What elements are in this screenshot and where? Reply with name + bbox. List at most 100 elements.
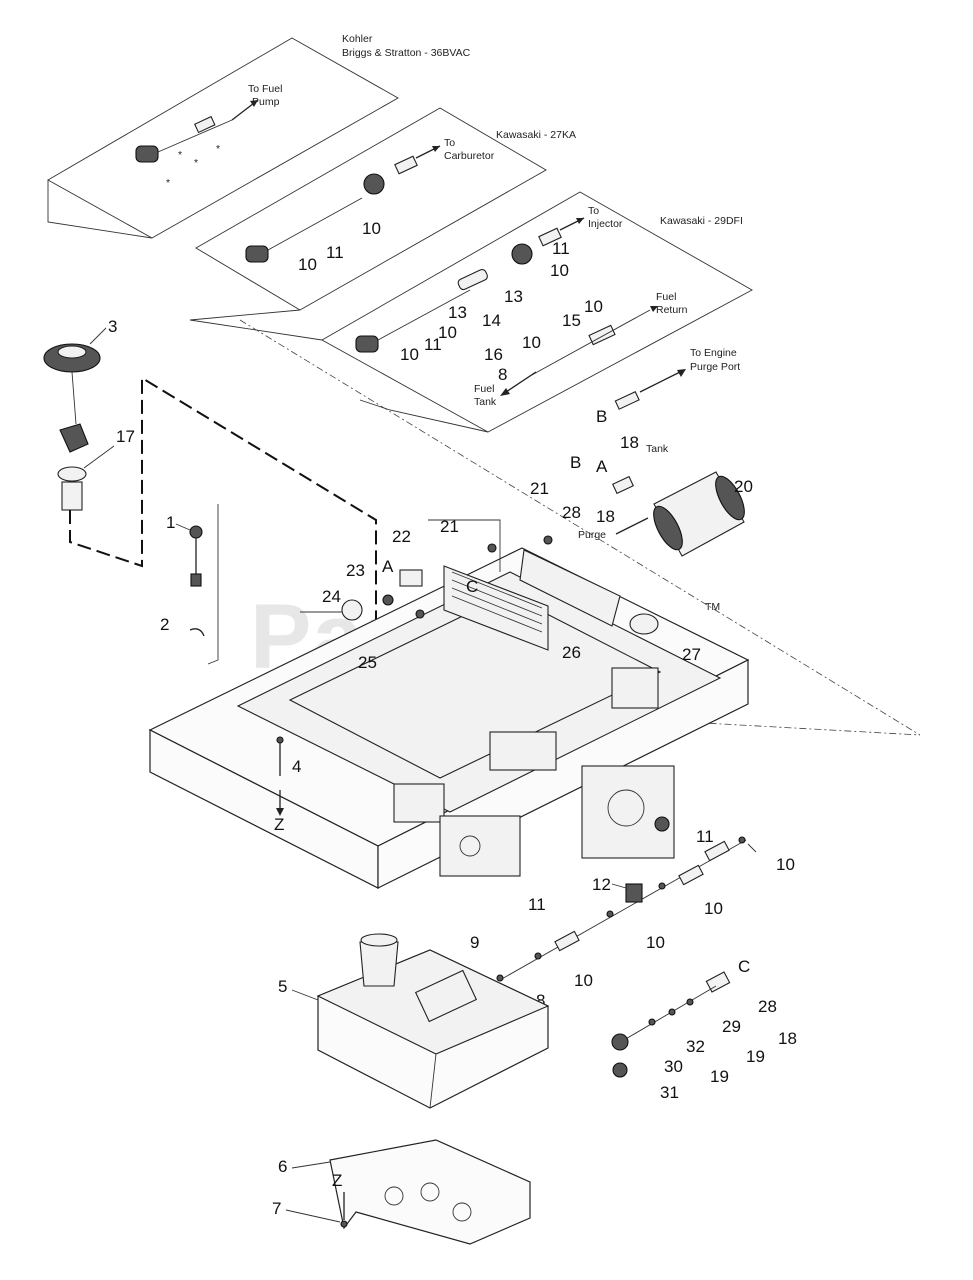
callout-23: 23 (346, 561, 365, 580)
tank-filler-neck (359, 941, 399, 987)
callout-32: 32 (686, 1037, 705, 1056)
callout-14: 14 (482, 311, 501, 330)
callout-8: 8 (536, 991, 545, 1010)
skid-plate (329, 1139, 531, 1245)
callout-31: 31 (660, 1083, 679, 1102)
callout-11: 11 (528, 895, 546, 914)
fuel-line-run: 10 11 10 12 11 10 9 10 8 (470, 827, 795, 1010)
callout-9: 9 (470, 933, 479, 952)
hose-28 (705, 971, 731, 993)
rear-bracket (611, 667, 659, 709)
fuel-line-14 (457, 268, 488, 291)
callout-22: 22 (392, 527, 411, 546)
valve-30 (611, 1033, 629, 1051)
tank-sender-plate (414, 969, 478, 1023)
callout-4: 4 (292, 757, 301, 776)
callout-19: 19 (710, 1067, 729, 1086)
callout-6: 6 (278, 1157, 287, 1176)
letter-b: B (596, 407, 607, 426)
fuel-pump-29dfi (511, 243, 533, 265)
panel-title-kawasaki-29: Kawasaki - 29DFI (660, 215, 743, 227)
callout-8: 8 (498, 365, 507, 384)
hose-11b (678, 864, 704, 886)
clamp-27 (629, 613, 659, 635)
callout-10: 10 (522, 333, 541, 352)
asterisk: * (166, 177, 170, 189)
screw-4: 4 Z (274, 736, 301, 834)
callout-10: 10 (362, 219, 381, 238)
callout-3: 3 (108, 317, 117, 336)
callout-26: 26 (562, 643, 581, 662)
clamp-24 (341, 599, 363, 621)
letter-c: C (466, 577, 478, 596)
callout-16: 16 (484, 345, 503, 364)
note-to-engine: To Engine (690, 347, 737, 359)
fuel-filter-12 (625, 883, 643, 903)
callout-10: 10 (574, 971, 593, 990)
clip (189, 628, 205, 637)
callout-20: 20 (734, 477, 753, 496)
panel-kawasaki-27ka: Kawasaki - 27KA To Carburetor 10 10 11 (195, 107, 576, 311)
callout-17: 17 (116, 427, 135, 446)
callout-28: 28 (758, 997, 777, 1016)
callout-13: 13 (504, 287, 523, 306)
frame-bracket (393, 783, 445, 823)
note-to-fuel: To Fuel (248, 83, 282, 95)
callout-13: 13 (448, 303, 467, 322)
asterisk: * (216, 143, 220, 155)
callout-10: 10 (646, 933, 665, 952)
note-injector: Injector (588, 218, 623, 230)
callout-15: 15 (562, 311, 581, 330)
callout-18: 18 (620, 433, 639, 452)
note-to: To (588, 205, 599, 217)
screw-21b (543, 535, 553, 545)
letter-z: Z (332, 1171, 342, 1190)
callout-21: 21 (530, 479, 549, 498)
watermark-tm: TM (705, 601, 720, 613)
callout-10: 10 (438, 323, 457, 342)
engine-purge-line: B To Engine Purge Port (596, 347, 740, 426)
callout-11: 11 (552, 239, 570, 258)
callout-25: 25 (358, 653, 377, 672)
fuel-gauge: 1 2 (160, 504, 219, 665)
callout-27: 27 (682, 645, 701, 664)
panel-kawasaki-29dfi: Kawasaki - 29DFI To Injector Fuel Return… (321, 191, 753, 433)
fuel-cap-assembly: 3 17 (43, 317, 135, 511)
note-carburetor: Carburetor (444, 150, 495, 162)
letter-a: A (382, 557, 394, 576)
note-pump: Pump (252, 96, 280, 108)
asterisk: * (194, 157, 198, 169)
callout-11: 11 (424, 335, 442, 354)
note-return: Return (656, 304, 688, 316)
hose-27ka (394, 155, 418, 175)
letter-a: A (596, 457, 608, 476)
letter-z: Z (274, 815, 284, 834)
asterisk: * (178, 149, 182, 161)
transmission (581, 765, 675, 859)
hose-kohler (193, 115, 216, 134)
note-purge-port: Purge Port (690, 361, 740, 373)
callout-11: 11 (326, 243, 344, 262)
fuel-filter-27ka (245, 245, 269, 263)
callout-19: 19 (746, 1047, 765, 1066)
note-to: To (444, 137, 455, 149)
callout-18: 18 (778, 1029, 797, 1048)
callout-11: 11 (696, 827, 714, 846)
letter-c: C (738, 957, 750, 976)
grommet-31 (612, 1062, 628, 1078)
callout-1: 1 (166, 513, 175, 532)
bracket-26 (519, 549, 621, 627)
note-tank: Tank (646, 443, 669, 455)
callout-5: 5 (278, 977, 287, 996)
callout-10: 10 (550, 261, 569, 280)
hose-11c (554, 930, 580, 952)
canister-bracket-area: 22 A 23 24 25 C 21 21 26 27 (322, 479, 701, 672)
fuel-filter-kohler (135, 145, 159, 163)
tank-skid-plate: 6 Z 7 (272, 1139, 531, 1245)
charcoal-canister: 20 18 Tank B A 28 18 Purge (562, 433, 753, 557)
callout-18: 18 (596, 507, 615, 526)
note-purge: Purge (578, 529, 606, 541)
valve-22 (399, 569, 423, 587)
